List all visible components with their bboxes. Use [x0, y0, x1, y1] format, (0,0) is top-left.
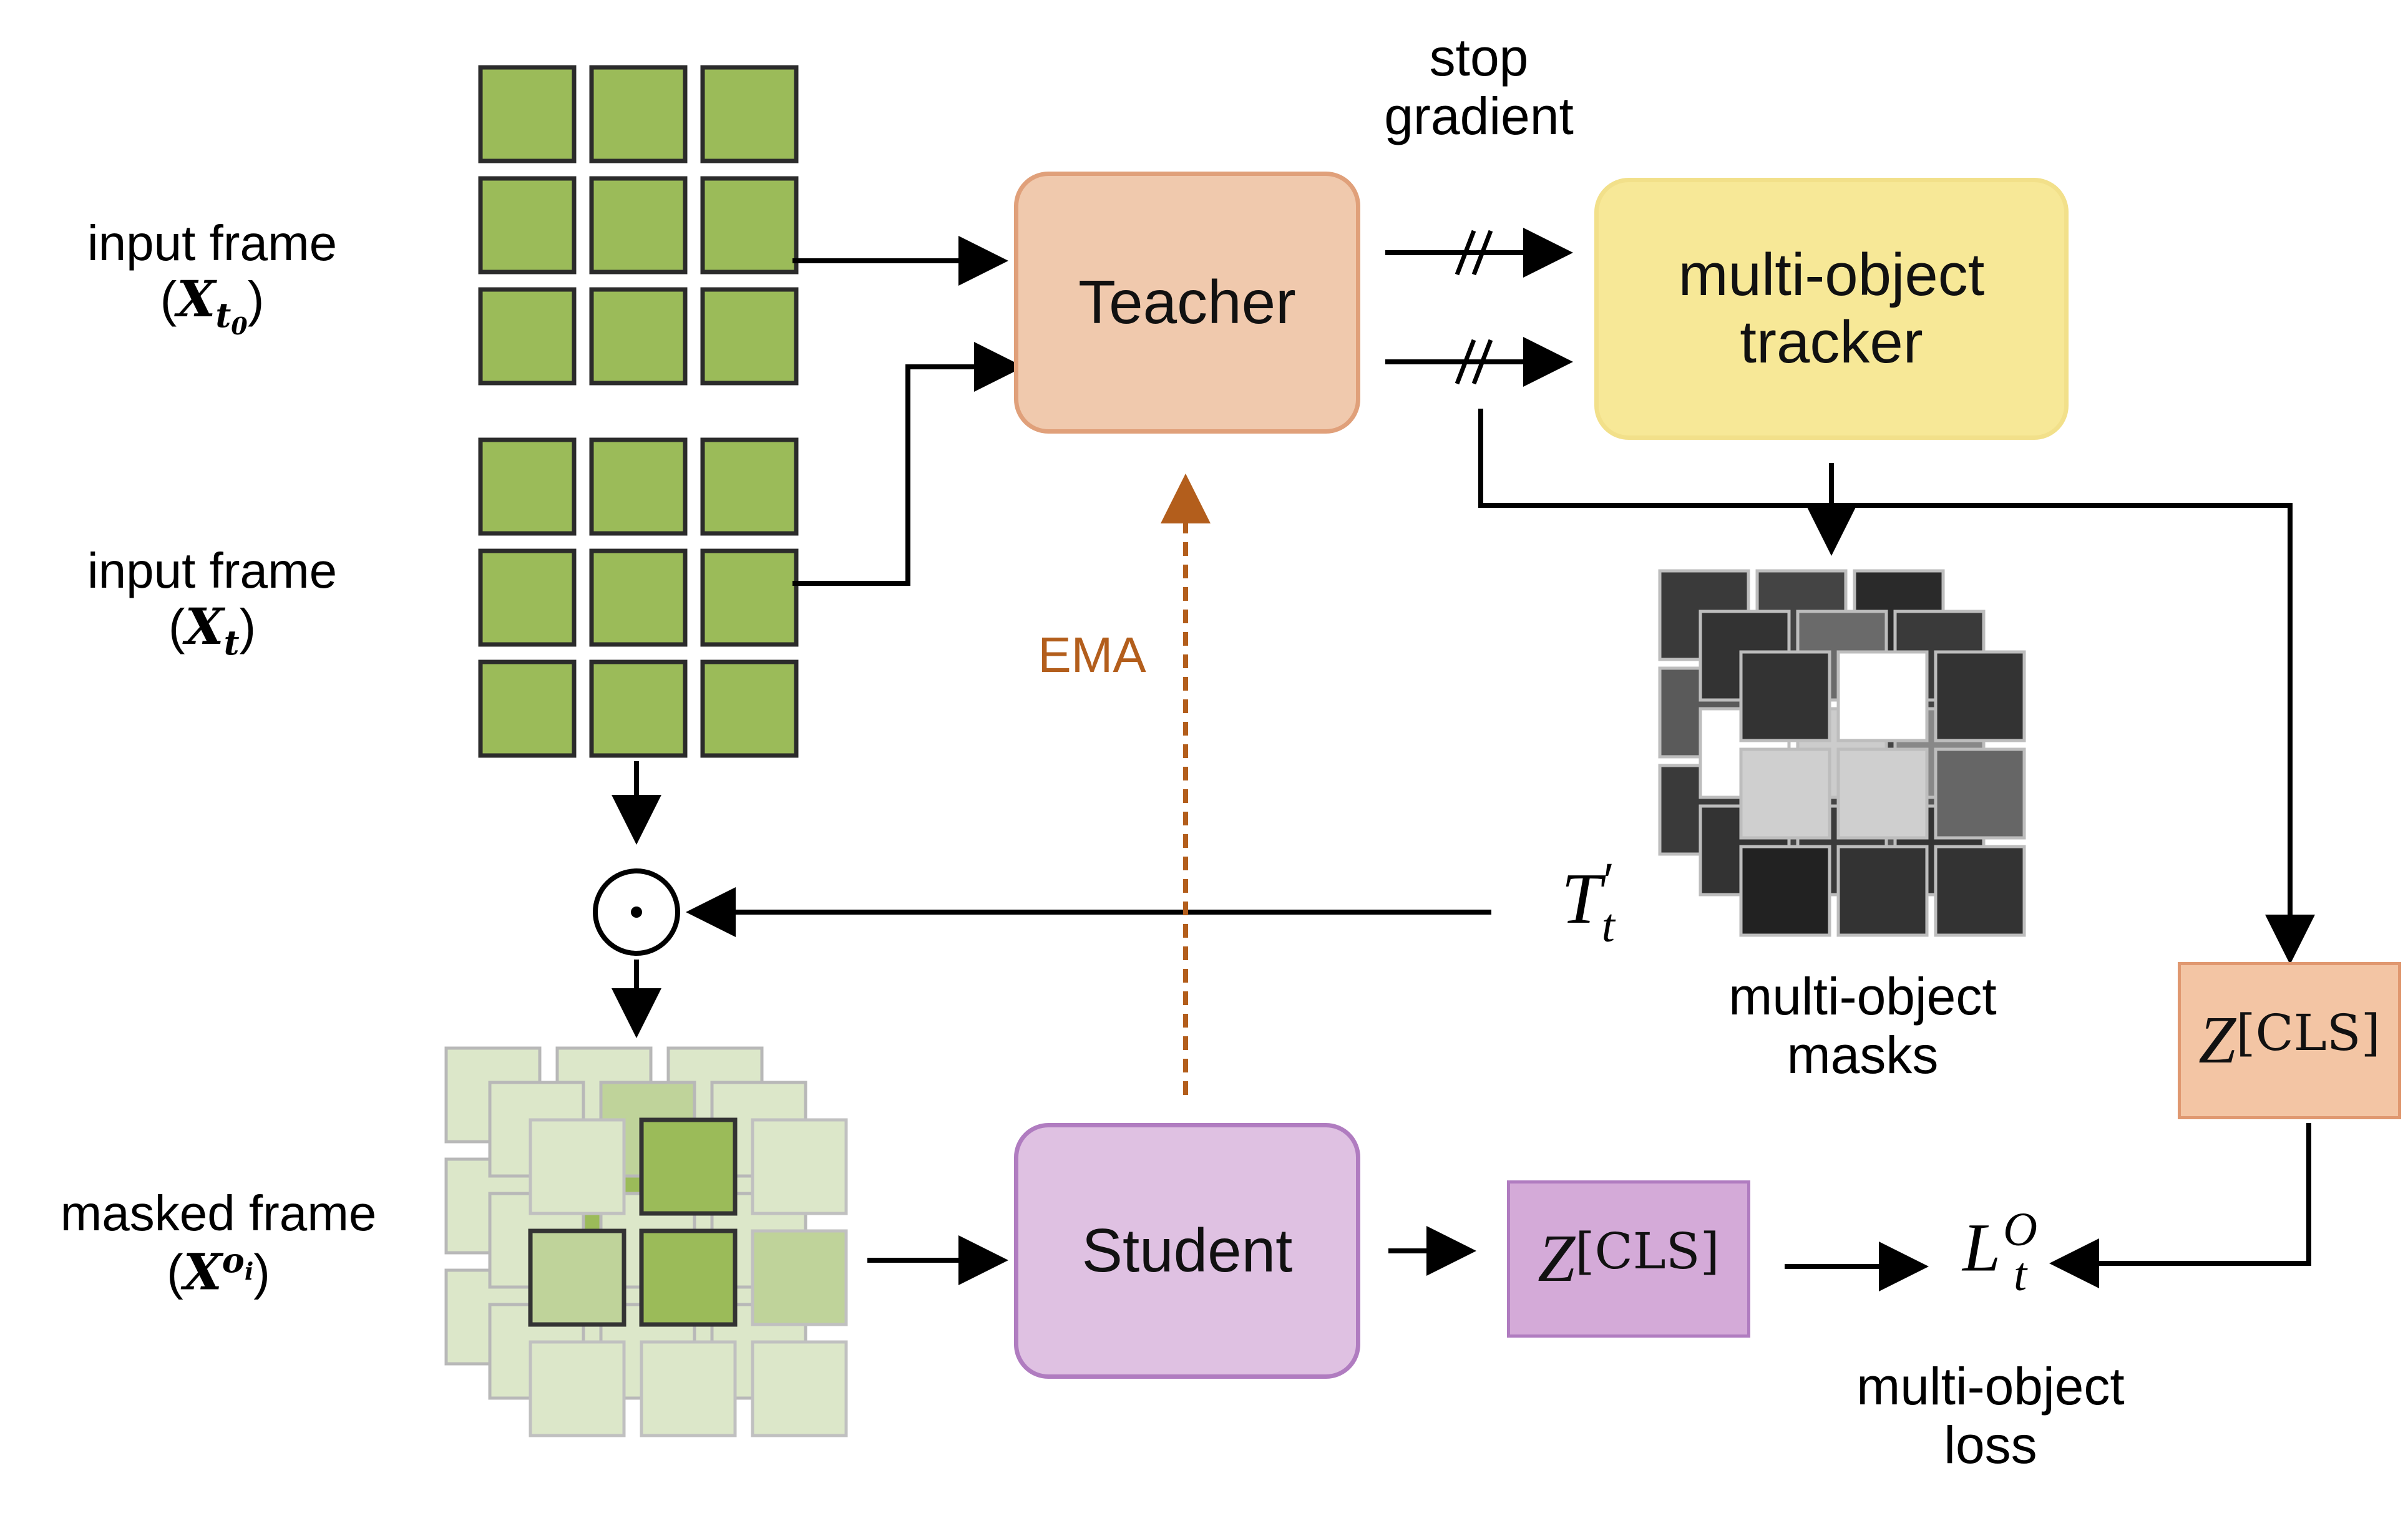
- patch: [1739, 650, 1831, 742]
- stop-gradient-line2: gradient: [1384, 87, 1574, 146]
- patch: [589, 659, 688, 758]
- patch: [478, 548, 577, 647]
- z-cls-teacher-token: Z[CLS]: [2178, 962, 2401, 1119]
- teacher-label: Teacher: [1078, 268, 1296, 337]
- masks-line2: masks: [1787, 1026, 1939, 1085]
- patch: [1934, 747, 2026, 840]
- student-block: Student: [1014, 1123, 1360, 1379]
- input-frame-1-text: input frame: [87, 215, 338, 271]
- loss-symbol: L O t: [1941, 1203, 2059, 1320]
- patch-outline: [639, 1117, 738, 1216]
- masked-frame-text: masked frame: [60, 1185, 377, 1241]
- patch: [640, 1340, 737, 1437]
- tracker-label-line1: multi-object: [1678, 241, 1985, 309]
- patch-outline: [639, 1228, 738, 1327]
- patch-outline: [528, 1228, 626, 1327]
- t-prime-mark: ′: [1604, 854, 1613, 908]
- z-teacher-sup: [CLS]: [2236, 1004, 2381, 1062]
- patch: [478, 287, 577, 386]
- masked-frame-var: X: [183, 1242, 222, 1301]
- input-frame-1-subsub: 0: [231, 311, 248, 340]
- z-cls-student-token: Z[CLS]: [1507, 1180, 1750, 1338]
- tracker-block: multi-object tracker: [1594, 178, 2069, 440]
- z-teacher-var: Z: [2198, 1003, 2236, 1077]
- patch: [1739, 747, 1831, 840]
- arrow-z-teacher-to-loss: [2049, 1123, 2311, 1288]
- input-frame-1-sub: t: [215, 294, 232, 335]
- patch: [700, 176, 799, 275]
- loss-sup: O: [2003, 1203, 2038, 1256]
- multi-object-masks-patches: [1658, 569, 2026, 937]
- patch: [700, 659, 799, 758]
- t-prime-sub: t: [1601, 900, 1615, 953]
- z-student-sup: [CLS]: [1575, 1222, 1720, 1281]
- input-frame-2-text: input frame: [87, 543, 338, 598]
- input-frame-1-patches: [478, 65, 799, 386]
- patch: [1739, 845, 1831, 937]
- patch: [529, 1118, 626, 1215]
- patch: [478, 65, 577, 163]
- input-frame-2-patches: [478, 437, 799, 758]
- loss-line1: multi-object: [1856, 1357, 2125, 1416]
- arrow-frame2-to-teacher: [792, 342, 1024, 586]
- input-frame-2-var: X: [185, 596, 224, 656]
- masked-frame-label: masked frame (Xoi): [25, 1185, 412, 1300]
- masked-frame-patches: [444, 1046, 848, 1437]
- teacher-block: Teacher: [1014, 172, 1360, 434]
- patch: [700, 287, 799, 386]
- patch: [751, 1118, 848, 1215]
- stop-gradient-marks: [1455, 230, 1493, 385]
- patch: [589, 176, 688, 275]
- arrow-teacher-to-z-teacher: [1478, 409, 2315, 965]
- stop-gradient-line1: stop: [1429, 28, 1529, 87]
- patch: [1836, 845, 1929, 937]
- input-frame-2-sub: t: [223, 622, 240, 663]
- patch: [589, 65, 688, 163]
- ema-label: EMA: [998, 627, 1186, 683]
- patch: [751, 1340, 848, 1437]
- patch: [589, 548, 688, 647]
- patch: [589, 437, 688, 536]
- loss-line2: loss: [1944, 1416, 2037, 1475]
- student-label: Student: [1081, 1216, 1293, 1285]
- patch: [700, 65, 799, 163]
- z-student-var: Z: [1538, 1221, 1576, 1296]
- patch: [478, 437, 577, 536]
- patch: [1836, 650, 1929, 742]
- ema-text: EMA: [1038, 627, 1146, 683]
- patch: [478, 176, 577, 275]
- tracker-label-line2: tracker: [1740, 309, 1923, 376]
- patch: [640, 1118, 737, 1215]
- stop-gradient-label: stop gradient: [1342, 28, 1616, 145]
- masks-line1: multi-object: [1728, 967, 1997, 1026]
- patch: [1934, 650, 2026, 742]
- input-frame-1-var: X: [177, 269, 216, 328]
- input-frame-2-label: input frame (Xt): [37, 543, 387, 661]
- patch: [529, 1340, 626, 1437]
- patch: [589, 287, 688, 386]
- multi-object-loss-label: multi-object loss: [1791, 1357, 2190, 1474]
- loss-var: L: [1962, 1209, 2001, 1286]
- patch: [529, 1229, 626, 1326]
- patch: [1934, 845, 2026, 937]
- patch: [700, 548, 799, 647]
- multi-object-masks-label: multi-object masks: [1663, 967, 2062, 1084]
- patch: [751, 1229, 848, 1326]
- patch: [700, 437, 799, 536]
- masked-frame-sup: o: [222, 1240, 245, 1280]
- loss-sub: t: [2014, 1248, 2027, 1301]
- t-prime-symbol: T ′ t: [1541, 854, 1635, 964]
- arrows: [612, 228, 2315, 1291]
- patch: [640, 1229, 737, 1326]
- patch: [1836, 747, 1929, 840]
- patch: [478, 659, 577, 758]
- t-prime-var: T: [1561, 859, 1602, 939]
- masked-frame-supsub: i: [244, 1257, 254, 1285]
- input-frame-1-label: input frame (Xt0): [37, 215, 387, 339]
